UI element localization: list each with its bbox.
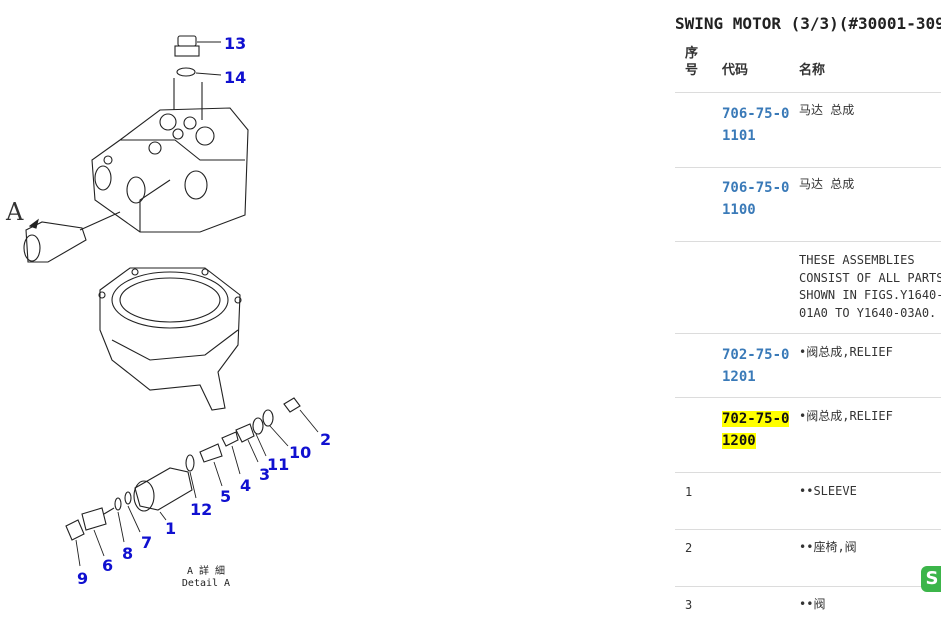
detail-label-en: Detail A — [181, 578, 231, 589]
header-divider — [675, 92, 941, 93]
row-divider — [675, 472, 941, 473]
part-note: THESE ASSEMBLIES CONSIST OF ALL PARTS SH… — [799, 253, 941, 320]
row-divider — [675, 241, 941, 242]
part-name: •阀总成,RELIEF — [799, 409, 893, 423]
detail-label-jp: A 詳 細 — [186, 566, 226, 577]
callout-9[interactable]: 9 — [77, 569, 89, 588]
part-name: 马达 总成 — [799, 103, 855, 117]
row-divider — [675, 529, 941, 530]
highlighted-code-text: 702-75-01200 — [722, 411, 790, 449]
callout-14[interactable]: 14 — [224, 68, 247, 87]
part-name: ••SLEEVE — [799, 484, 857, 498]
row-divider — [675, 397, 941, 398]
part-name: 马达 总成 — [799, 177, 855, 191]
part-code-link[interactable]: 702-75-01201 — [722, 347, 790, 385]
callout-3[interactable]: 3 — [259, 465, 271, 484]
callout-8[interactable]: 8 — [122, 544, 134, 563]
part-code-link-highlighted[interactable]: 702-75-01200 — [722, 408, 792, 452]
header-no-line1: 序 — [685, 46, 699, 61]
callout-11[interactable]: 11 — [267, 455, 290, 474]
header-name: 名称 — [799, 63, 826, 78]
detail-a-parts-drawing — [65, 397, 301, 541]
callout-1[interactable]: 1 — [165, 519, 177, 538]
row-divider — [675, 333, 941, 334]
part-index: 3 — [685, 598, 693, 612]
brand-badge-icon[interactable]: S — [921, 566, 941, 592]
header-code: 代码 — [722, 63, 749, 78]
detail-label: A 詳 細 Detail A — [176, 566, 236, 590]
valve-body-drawing — [91, 107, 249, 233]
relief-valve-drawing — [23, 211, 121, 263]
motor-housing-drawing — [98, 267, 242, 411]
callout-5[interactable]: 5 — [220, 487, 232, 506]
parts-diagram: A 13 14 2 10 11 3 4 5 12 1 7 8 6 9 A 詳 細… — [6, 34, 332, 590]
header-no: 序 号 — [685, 45, 698, 79]
callout-13[interactable]: 13 — [224, 34, 247, 53]
header-no-line2: 号 — [685, 63, 699, 78]
callout-2[interactable]: 2 — [320, 430, 332, 449]
callout-12[interactable]: 12 — [190, 500, 213, 519]
callout-7[interactable]: 7 — [141, 533, 153, 552]
parts-list-panel: SWING MOTOR (3/3)(#30001-309 序 号 代码 名称 7… — [675, 0, 941, 618]
part-code-link[interactable]: 706-75-01101 — [722, 106, 790, 144]
exploded-view-drawing — [23, 35, 319, 567]
row-divider — [675, 167, 941, 168]
panel-title: SWING MOTOR (3/3)(#30001-309 — [675, 14, 941, 33]
callout-10[interactable]: 10 — [289, 443, 312, 462]
view-a-label: A — [6, 198, 24, 226]
part-index: 1 — [685, 485, 693, 499]
callout-4[interactable]: 4 — [240, 476, 252, 495]
row-divider — [675, 586, 941, 587]
part-index: 2 — [685, 541, 693, 555]
part-name: ••阀 — [799, 597, 826, 611]
plug-part-drawing — [174, 35, 221, 57]
part-code-link[interactable]: 706-75-01100 — [722, 180, 790, 218]
part-name: •阀总成,RELIEF — [799, 345, 893, 359]
part-name: ••座椅,阀 — [799, 540, 857, 554]
callout-6[interactable]: 6 — [102, 556, 114, 575]
o-ring-part-drawing — [176, 67, 196, 77]
